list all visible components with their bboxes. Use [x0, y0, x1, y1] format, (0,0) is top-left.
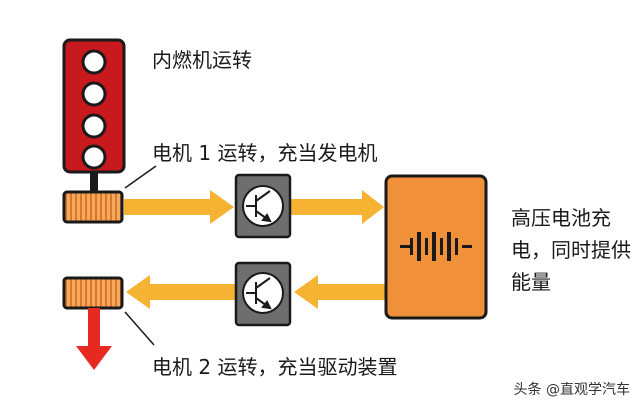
inverter-top	[234, 173, 292, 239]
arrow-motor1-to-inverter	[124, 190, 234, 224]
drive-output-arrow	[76, 308, 112, 370]
motor1-label: 电机 1 运转，充当发电机	[152, 141, 378, 165]
motor2-label: 电机 2 运转，充当驱动装置	[152, 355, 398, 379]
transistor-icon	[246, 277, 272, 310]
arrow-inverter-to-motor2	[126, 275, 236, 309]
inverter-bottom	[234, 261, 292, 327]
leader-line-motor1	[124, 165, 157, 189]
arrow-inverter-to-battery	[290, 190, 384, 224]
arrow-battery-to-inverter	[294, 275, 386, 309]
motor-2	[62, 276, 124, 310]
watermark: 头条 @直观学汽车	[513, 382, 630, 398]
leader-line-motor2	[124, 311, 155, 346]
engine-label: 内燃机运转	[152, 48, 252, 72]
battery-cell-icon	[400, 232, 472, 261]
high-voltage-battery	[384, 174, 488, 320]
transistor-icon	[246, 190, 272, 223]
engine-block	[62, 38, 126, 192]
motor-1	[62, 190, 124, 224]
battery-label: 高压电池充电，同时提供能量	[511, 206, 631, 294]
